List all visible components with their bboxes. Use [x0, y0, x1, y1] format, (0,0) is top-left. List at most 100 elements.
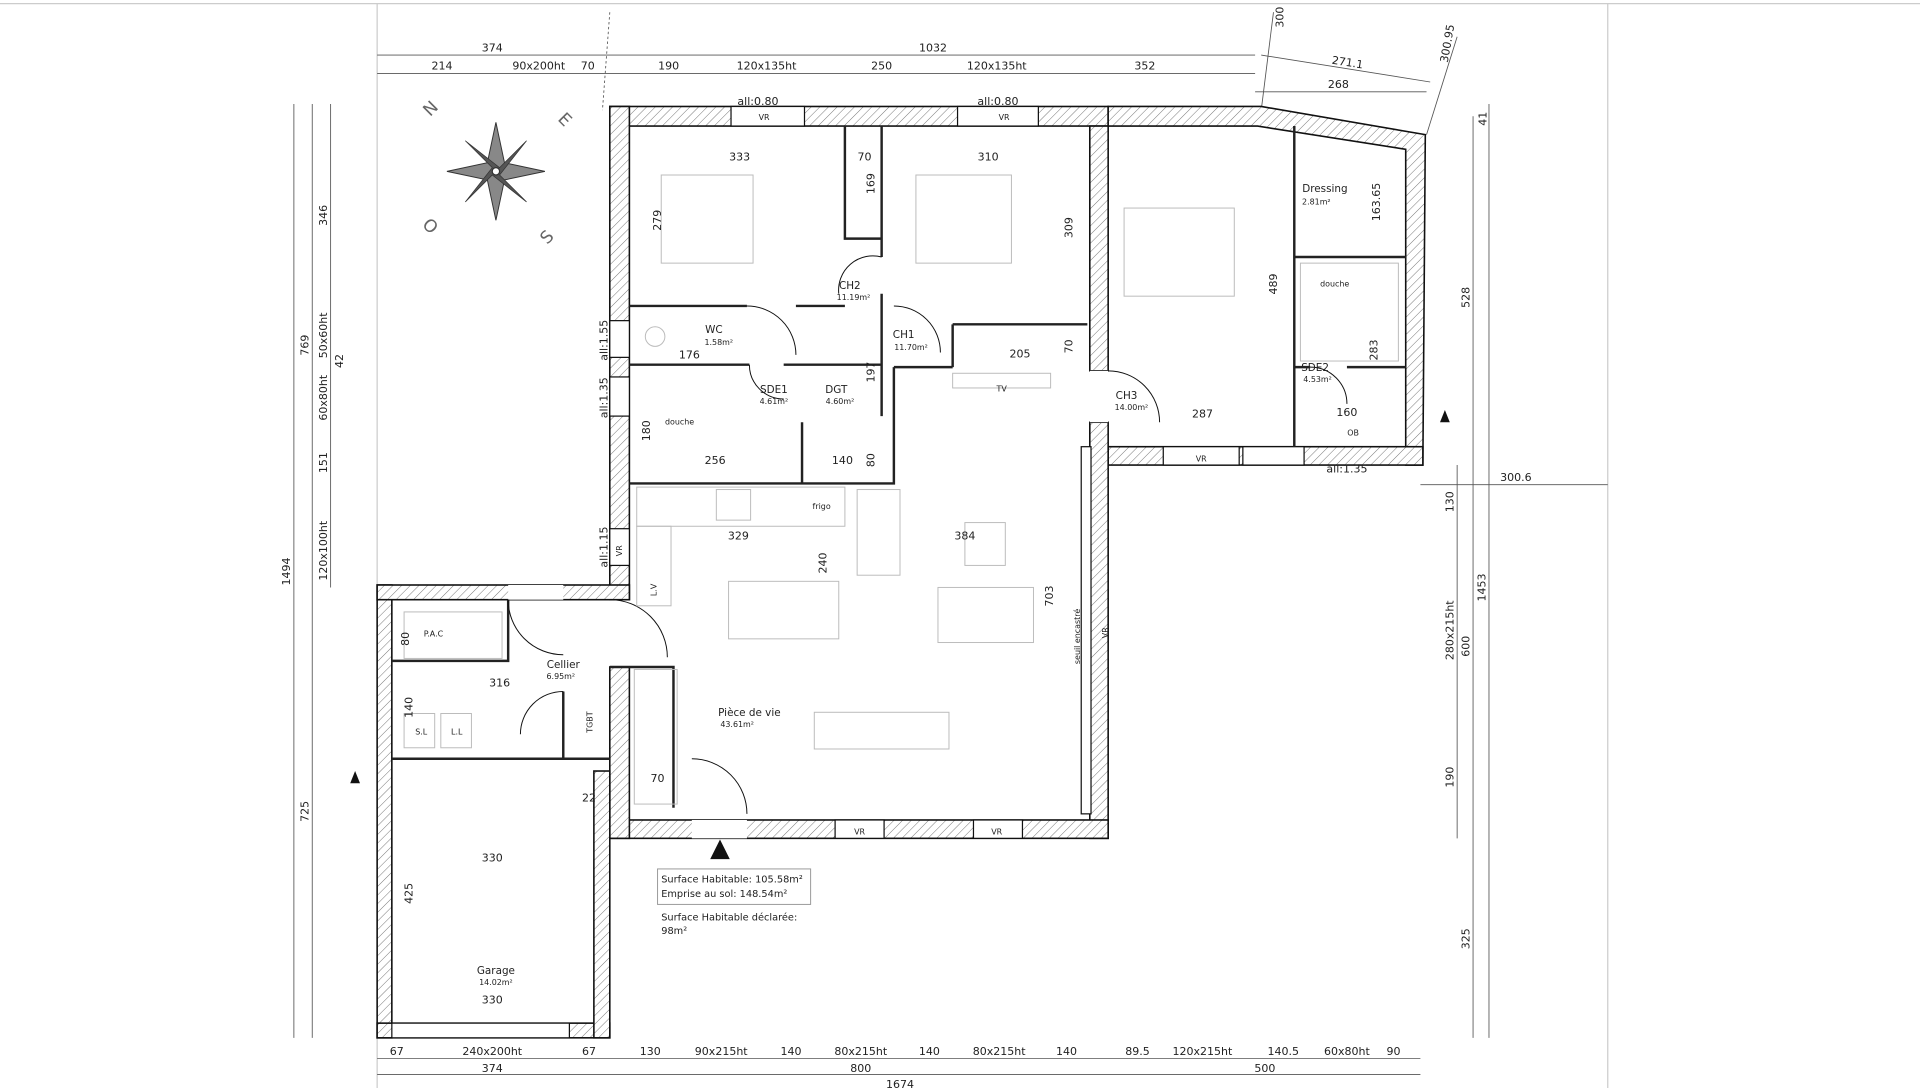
dim-interior: 256	[705, 454, 726, 467]
dim-interior: 425	[403, 883, 416, 904]
shutter-label: VR	[999, 113, 1010, 122]
dim-left: 42	[333, 354, 346, 368]
dim-top-right: 268	[1328, 78, 1349, 91]
room-area: 11.19m²	[837, 293, 871, 302]
dim-interior: 384	[954, 530, 975, 543]
dim-bottom: 80x215ht	[834, 1045, 887, 1058]
dim-top: 90x200ht	[512, 60, 565, 73]
dim-bottom-total: 500	[1254, 1062, 1275, 1075]
room-name: Dressing	[1302, 183, 1347, 195]
dim-bottom-total: 374	[482, 1062, 503, 1075]
shutter-label: VR	[1196, 454, 1207, 463]
fixture-labels: douche douche TV frigo seuil encastré P.…	[415, 279, 1359, 736]
compass-north: N	[420, 97, 443, 120]
dim-bottom: 120x215ht	[1173, 1045, 1233, 1058]
dim-interior: 205	[1009, 347, 1030, 360]
dim-top-right: 300	[1273, 7, 1286, 28]
dim-right: 130	[1443, 491, 1456, 512]
dim-top: 120x135ht	[967, 60, 1027, 73]
dim-interior: 287	[1192, 407, 1213, 420]
dim-right: 190	[1443, 767, 1456, 788]
fixture-label: TGBT	[586, 711, 595, 733]
dim-left: 769	[299, 335, 312, 356]
room-name: WC	[705, 324, 723, 336]
dim-interior: 330	[482, 852, 503, 865]
emprise-au-sol: Emprise au sol: 148.54m²	[661, 889, 787, 900]
compass-rose-icon: N E O S	[418, 97, 575, 248]
dim-bottom: 67	[390, 1045, 404, 1058]
dim-bottom-overall: 1674	[886, 1078, 914, 1088]
sill-height: all:0.80	[737, 95, 778, 108]
dim-interior: 140	[403, 697, 416, 718]
dim-left: 151	[317, 452, 330, 473]
dim-bottom: 90	[1386, 1045, 1400, 1058]
dim-top: 120x135ht	[737, 60, 797, 73]
dim-interior: 70	[857, 150, 871, 163]
fixture-label: OB	[1347, 429, 1359, 438]
dim-bottom: 60x80ht	[1324, 1045, 1370, 1058]
shutter-label: VR	[854, 828, 865, 837]
dim-interior: 70	[1063, 339, 1076, 353]
dim-interior: 197	[864, 362, 877, 383]
shutter-label: VR	[991, 828, 1002, 837]
dim-interior: 703	[1043, 586, 1056, 607]
surface-declaree-value: 98m²	[661, 926, 687, 937]
fixture-label: frigo	[813, 502, 831, 511]
dim-bottom: 89.5	[1125, 1045, 1150, 1058]
dim-right: 528	[1459, 287, 1472, 308]
dim-bottom-total: 800	[850, 1062, 871, 1075]
dim-interior: 80	[399, 632, 412, 646]
dim-right: 600	[1459, 636, 1472, 657]
dim-top-total: 1032	[919, 41, 947, 54]
dim-bottom: 140	[781, 1045, 802, 1058]
dim-bottom: 140	[919, 1045, 940, 1058]
room-name: CH3	[1116, 390, 1138, 402]
interior-dimensions: 333 70 310 169 279 309 163.65 489 176 20…	[399, 150, 1383, 1006]
windows	[391, 105, 1305, 1039]
fixture-label: L.V	[649, 583, 658, 596]
room-name: Pièce de vie	[718, 707, 780, 719]
compass-east: E	[553, 109, 575, 131]
dim-interior: 316	[489, 677, 510, 690]
dim-interior: 279	[651, 210, 664, 231]
section-arrow-icon	[1440, 409, 1450, 423]
room-area: 4.60m²	[826, 397, 855, 406]
room-area: 43.61m²	[720, 720, 754, 729]
dim-interior: 176	[679, 349, 700, 362]
dim-interior: 489	[1267, 273, 1280, 294]
dim-right: 300.6	[1500, 471, 1532, 484]
dim-bottom: 80x215ht	[973, 1045, 1026, 1058]
surface-summary: Surface Habitable: 105.58m² Emprise au s…	[657, 868, 812, 937]
dim-right: 1453	[1475, 573, 1488, 601]
room-name: SDE2	[1301, 362, 1329, 374]
fixture-label: douche	[1320, 279, 1349, 288]
dim-left: 725	[299, 801, 312, 822]
dim-right: 325	[1459, 928, 1472, 949]
room-labels: Dressing 2.81m² CH2 11.19m² WC 1.58m² CH…	[477, 183, 1348, 987]
dim-right: 280x215ht	[1443, 600, 1456, 660]
dim-top: 190	[658, 60, 679, 73]
sill-height: all:1.35	[1326, 462, 1367, 475]
dim-bottom: 67	[582, 1045, 596, 1058]
compass-west: O	[418, 215, 442, 239]
fixture-label: seuil encastré	[1072, 609, 1082, 664]
dim-interior: 329	[728, 530, 749, 543]
dim-interior: 240	[817, 552, 830, 573]
room-area: 14.02m²	[479, 978, 513, 987]
room-area: 1.58m²	[704, 338, 733, 347]
dim-interior: 80	[864, 453, 877, 467]
sill-height: all:1.55	[597, 320, 610, 361]
dim-bottom: 130	[640, 1045, 661, 1058]
dim-top: 352	[1134, 60, 1155, 73]
room-area: 2.81m²	[1302, 197, 1331, 206]
room-area: 14.00m²	[1115, 403, 1149, 412]
room-area: 4.53m²	[1303, 375, 1332, 384]
dim-interior: 333	[729, 150, 750, 163]
dim-interior: 22	[582, 792, 596, 805]
fixture-label: TV	[995, 385, 1007, 394]
sill-height: all:0.80	[977, 95, 1018, 108]
sill-height: all:1.35	[597, 377, 610, 418]
dim-interior: 169	[864, 173, 877, 194]
dim-interior: 160	[1336, 406, 1357, 419]
shutter-label: VR	[615, 545, 624, 556]
